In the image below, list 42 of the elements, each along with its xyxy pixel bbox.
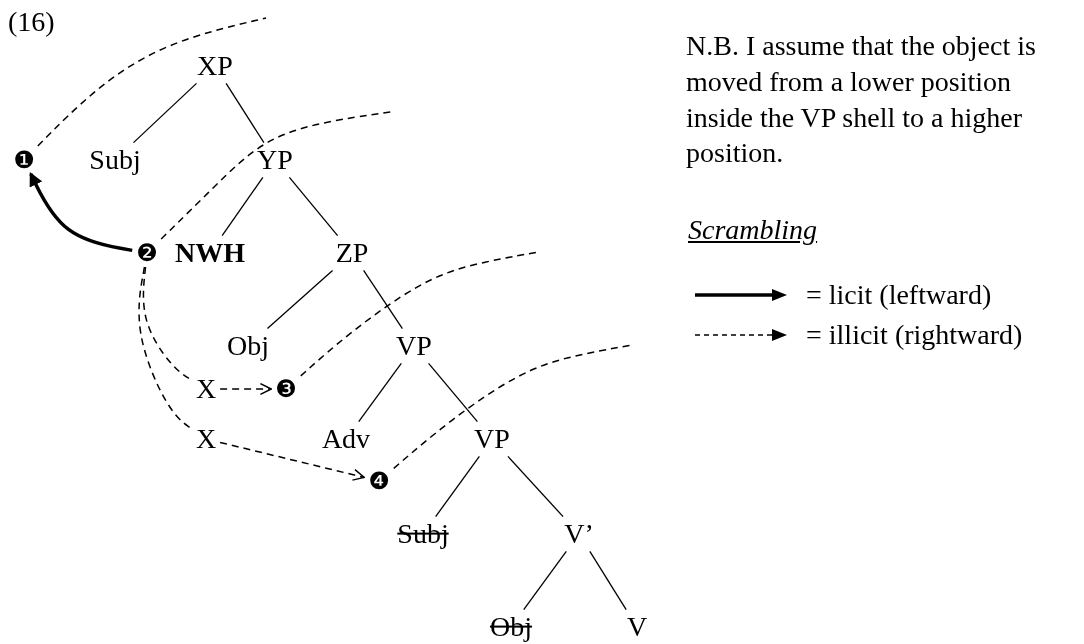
tree-label: VP [394,330,434,362]
legend-text: = licit (leftward) [806,278,992,312]
movement-arrow [219,382,272,396]
note-text: N.B. I assume that the object is moved from a lower position inside the VP shell to a higher position. [686,29,1037,171]
tree-label: V [624,611,650,643]
tree-label: XP [195,50,235,82]
tree-label: X [193,423,219,455]
trace-label: Subj [395,518,451,550]
tree-label: V’ [562,518,596,550]
tree-branch [288,176,339,237]
tree-branch [589,550,627,611]
position-marker: ❹ [366,469,392,493]
tree-branch [225,82,265,144]
tree-branch [132,82,198,144]
movement-arrow [219,441,365,481]
tree-label: X [193,373,219,405]
tree-label: Adv [319,423,373,455]
movement-arrow [29,171,133,253]
dashed-curve [37,17,267,147]
legend-title: Scrambling [688,213,818,247]
tree-branch [523,550,567,611]
tree-label: YP [255,144,295,176]
trace-label: Obj [488,611,534,643]
tree-branch [358,362,402,423]
tree-label: Obj [225,330,271,362]
legend-text: = illicit (rightward) [806,318,1023,352]
example-number: (16) [8,5,55,39]
tree-branch [427,362,479,423]
tree-branch [266,269,334,330]
tree-branch [507,455,564,518]
tree-branch [362,269,404,330]
position-marker: ❷ [134,241,160,265]
tree-label: Subj [87,144,143,176]
tree-label: NWH [173,237,247,269]
tree-branch [221,176,264,237]
tree-label: VP [472,423,512,455]
dashed-curve [160,111,392,240]
position-marker: ❸ [273,377,299,401]
tree-label: ZP [333,237,371,269]
dashed-line [138,266,193,430]
position-marker: ❶ [11,148,37,172]
tree-branch [435,455,480,518]
